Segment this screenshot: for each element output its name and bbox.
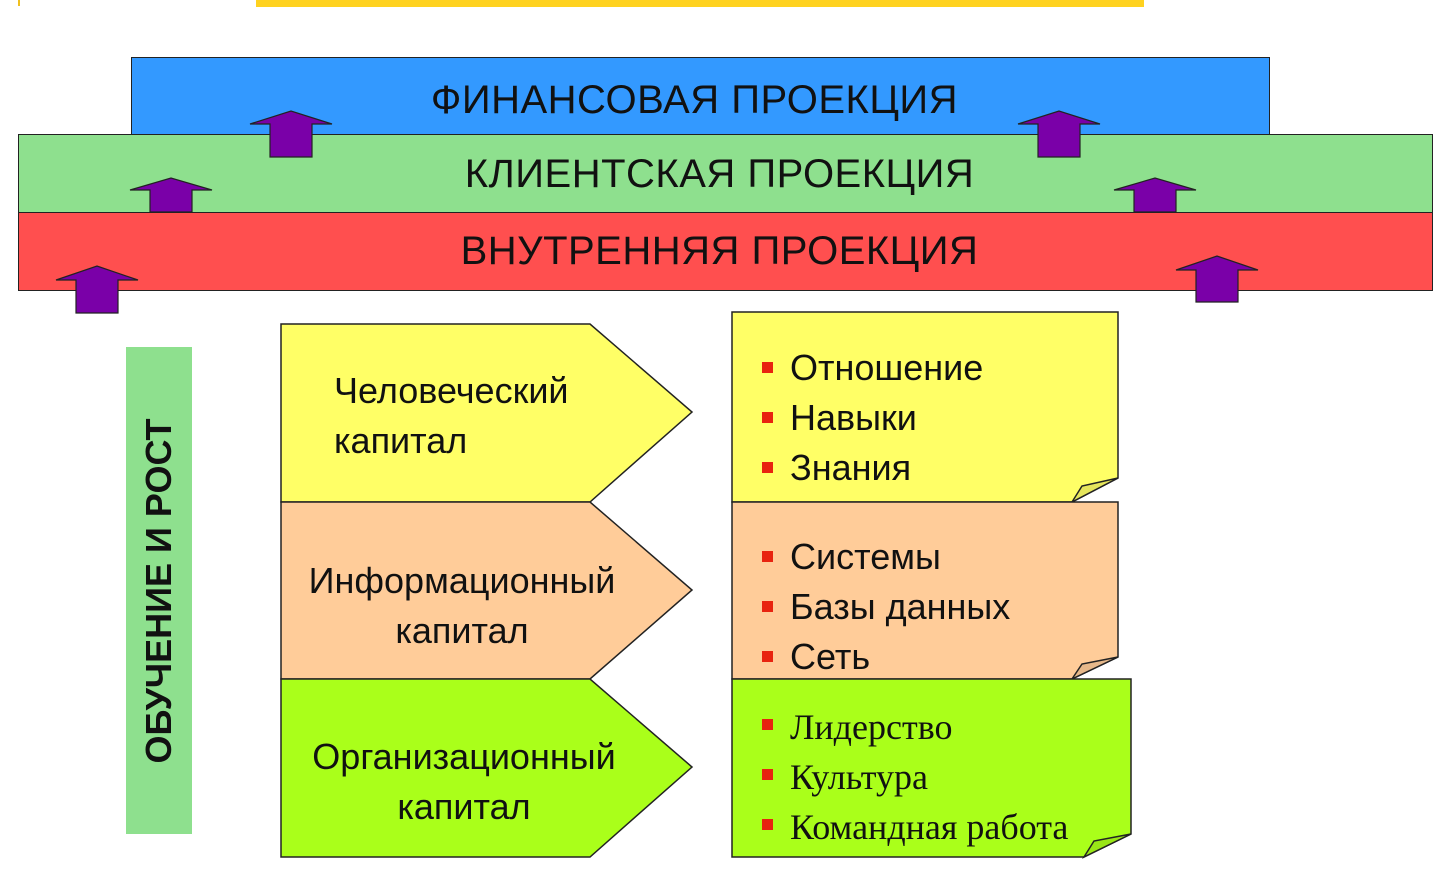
human-capital-label: Человеческий капитал <box>334 366 569 466</box>
top-accent-bar <box>256 0 1144 7</box>
organization-capital-label: Организационный капитал <box>280 732 648 832</box>
left-edge-mark <box>18 0 20 6</box>
list-item: Отношение <box>760 343 983 393</box>
human-capital-line1: Человеческий <box>334 370 569 411</box>
organization-capital-list: Лидерство Культура Командная работа <box>760 702 1068 852</box>
information-note-curl <box>1069 656 1119 681</box>
bullet-icon <box>762 601 773 612</box>
internal-perspective-band: ВНУТРЕННЯЯ ПРОЕКЦИЯ <box>18 212 1433 291</box>
list-item: Лидерство <box>760 702 1068 752</box>
list-item-text: Лидерство <box>790 707 953 747</box>
internal-perspective-label: ВНУТРЕННЯЯ ПРОЕКЦИЯ <box>460 229 979 273</box>
bullet-icon <box>762 362 773 373</box>
information-capital-label: Информационный капитал <box>280 556 644 656</box>
list-item: Системы <box>760 532 1010 582</box>
list-item-text: Знания <box>790 447 912 488</box>
learning-growth-label: ОБУЧЕНИЕ И РОСТ <box>138 417 179 764</box>
bullet-icon <box>762 412 773 423</box>
bullet-icon <box>762 651 773 662</box>
financial-perspective-band: ФИНАНСОВАЯ ПРОЕКЦИЯ <box>131 57 1270 137</box>
learning-growth-label-box: ОБУЧЕНИЕ И РОСТ <box>126 347 192 834</box>
list-item: Базы данных <box>760 582 1010 632</box>
list-item: Командная работа <box>760 802 1068 852</box>
financial-perspective-label: ФИНАНСОВАЯ ПРОЕКЦИЯ <box>430 77 959 122</box>
organization-capital-line2: капитал <box>397 786 531 827</box>
human-note-curl <box>1069 477 1119 504</box>
list-item-text: Сеть <box>790 636 871 677</box>
list-item-text: Системы <box>790 536 941 577</box>
bullet-icon <box>762 719 773 730</box>
customer-perspective-label: КЛИЕНТСКАЯ ПРОЕКЦИЯ <box>464 151 975 196</box>
list-item: Знания <box>760 443 983 493</box>
list-item-text: Культура <box>790 757 928 797</box>
bullet-icon <box>762 769 773 780</box>
list-item-text: Базы данных <box>790 586 1011 627</box>
bullet-icon <box>762 819 773 830</box>
list-item: Навыки <box>760 393 983 443</box>
list-item-text: Командная работа <box>790 807 1069 847</box>
list-item-text: Отношение <box>790 347 984 388</box>
information-capital-line2: капитал <box>395 610 529 651</box>
information-capital-list: Системы Базы данных Сеть <box>760 532 1010 682</box>
organization-capital-line1: Организационный <box>312 736 616 777</box>
organization-note-curl <box>1081 833 1132 859</box>
list-item: Культура <box>760 752 1068 802</box>
customer-perspective-band: КЛИЕНТСКАЯ ПРОЕКЦИЯ <box>18 134 1433 214</box>
information-capital-line1: Информационный <box>308 560 616 601</box>
bullet-icon <box>762 551 773 562</box>
human-capital-list: Отношение Навыки Знания <box>760 343 983 493</box>
list-item-text: Навыки <box>790 397 917 438</box>
human-capital-line2: капитал <box>334 420 468 461</box>
bullet-icon <box>762 462 773 473</box>
list-item: Сеть <box>760 632 1010 682</box>
